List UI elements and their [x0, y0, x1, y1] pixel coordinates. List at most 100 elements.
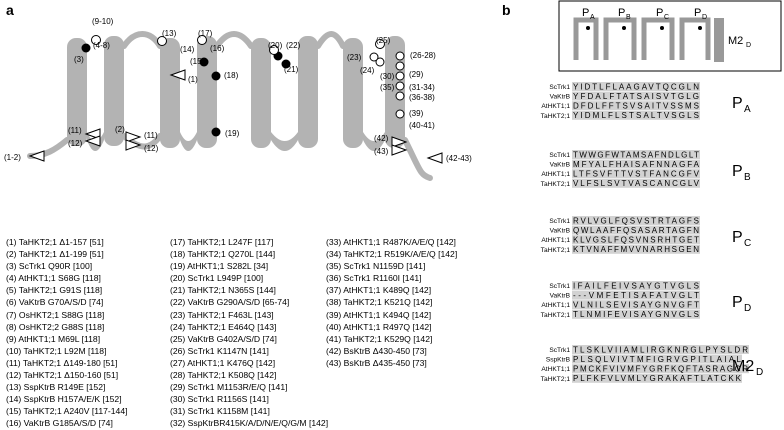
- mutation-circle: [395, 91, 405, 101]
- loop: [363, 132, 385, 151]
- mutation-circle: [157, 36, 167, 46]
- mutation-label: (43): [374, 147, 389, 156]
- block-label: M2: [732, 358, 754, 375]
- mutation-label: (11): [68, 126, 82, 135]
- sequence-text: IFAILFEIVSAYGTVGLS: [573, 281, 699, 290]
- legend-item: (33) AtHKT1;1 R487K/A/E/Q [142]: [326, 237, 456, 247]
- block-sublabel: B: [744, 172, 751, 183]
- mutation-label: (9-10): [92, 17, 114, 26]
- sequence-shading: [572, 290, 700, 300]
- mutation-dot: [211, 71, 221, 81]
- mutation-circle: [395, 81, 405, 91]
- sequence-name: ScTrk1: [549, 347, 570, 354]
- sequence-name: ScTrk1: [549, 84, 570, 91]
- sequence-name: TaHKT2;1: [541, 113, 571, 120]
- helix: [160, 38, 180, 148]
- schematic-label: C: [664, 14, 669, 21]
- sequence-shading: [572, 235, 700, 245]
- mutation-circle: [269, 45, 279, 55]
- mutation-label: (14): [180, 45, 195, 54]
- sequence-name: AtHKT1;1: [541, 366, 570, 373]
- sequence-name: TaHKT2;1: [541, 181, 571, 188]
- legend-item: (39) AtHKT1;1 K494Q [142]: [326, 309, 432, 320]
- mutation-label: (19): [225, 129, 240, 138]
- legend-item: (14) SspKtrB H157A/E/K [152]: [6, 394, 122, 405]
- helix: [298, 36, 318, 148]
- sequence-name: VaKtrB: [550, 162, 571, 169]
- sequence-shading: [572, 178, 700, 188]
- topology-diagram: (9-10) (4-8) (3) (13) (14) (15) (17) (16…: [4, 17, 472, 181]
- mutation-circle: [395, 61, 405, 71]
- block-label: P: [732, 294, 743, 311]
- mutation-label: (4-8): [93, 41, 110, 50]
- mutation-label: (15): [190, 57, 205, 66]
- sequence-shading: [572, 91, 700, 101]
- deletion-triangle: [125, 139, 142, 151]
- legend-column: (33) AtHKT1;1 R487K/A/E/Q [142] (34) TaHK…: [326, 236, 457, 369]
- mutation-label: (17): [198, 29, 213, 38]
- sequence-shading: [572, 309, 700, 319]
- schematic-helices: [573, 17, 711, 60]
- schematic-label: M2: [728, 35, 743, 47]
- deletion-triangle: [84, 128, 101, 140]
- block-sublabel: A: [744, 104, 751, 115]
- sequence-shading: [572, 300, 700, 310]
- panel-a-letter: a: [6, 2, 14, 18]
- mutation-legend: (1) TaHKT2;1 Δ1-157 [51](2) TaHKT2;1 Δ1-…: [4, 236, 484, 428]
- legend-item: (25) VaKtrB G402A/S/D [74]: [170, 333, 277, 344]
- legend-item: (31) ScTrk1 K1158M [141]: [170, 406, 270, 417]
- deletion-triangle: [84, 135, 101, 147]
- sequence-text: TLSKLVIIAMLIRGKNRGLPYSLDR: [573, 345, 748, 354]
- sequence-text: PMCKFVIVMFYGRFKQFTASRAGCR: [573, 365, 748, 374]
- deletion-triangle: [125, 131, 142, 143]
- sequence-name: SspKtrB: [546, 357, 571, 364]
- legend-item: (3) ScTrk1 Q90R [100]: [6, 261, 93, 272]
- sequence-name: VaKtrB: [550, 94, 571, 101]
- sequence-name: AtHKT1;1: [541, 171, 570, 178]
- mutation-label: (2): [115, 125, 125, 134]
- schematic-label: P: [618, 7, 625, 19]
- mutation-dot: [211, 127, 221, 137]
- mutation-label: (25): [376, 36, 391, 45]
- sequence-shading: [572, 244, 700, 254]
- legend-item: (37) AtHKT1;1 K489Q [142]: [326, 285, 432, 296]
- sequence-text: PLSQLVIVTMFIGRVGPITLAIAL: [573, 355, 742, 364]
- schematic-label: B: [626, 14, 631, 21]
- sequence-name: VaKtrB: [550, 228, 571, 235]
- sequence-name: ScTrk1: [549, 218, 570, 225]
- deletion-triangles: [28, 69, 443, 164]
- schematic-label: P: [582, 7, 589, 19]
- loop: [180, 132, 197, 151]
- mutation-label: (11): [144, 131, 158, 140]
- legend-item: (2) TaHKT2;1 Δ1-199 [51]: [6, 249, 104, 260]
- block-sublabel: D: [744, 303, 751, 314]
- legend-item: (5) TaHKT2;1 G91S [118]: [6, 285, 103, 296]
- pore-schematic: P A P B P C P D M2 D: [558, 0, 782, 72]
- filled-markers: [81, 43, 291, 137]
- sequence-name: VaKtrB: [550, 293, 571, 300]
- mutation-label: (31-34): [409, 83, 435, 92]
- mutation-label: (30): [380, 72, 395, 81]
- helix: [343, 38, 363, 148]
- legend-item: (15) TaHKT2;1 A240V [117-144]: [6, 406, 128, 417]
- deletion-triangle: [391, 144, 408, 156]
- sequence-text: YIDTLFLAAGAVTQCGLN: [573, 82, 699, 91]
- block-sublabel: C: [744, 238, 751, 249]
- sequence-name: AtHKT1;1: [541, 237, 570, 244]
- mutation-label: (24): [360, 66, 375, 75]
- schematic-label: P: [656, 7, 663, 19]
- sequence-shading: [572, 225, 700, 235]
- sequence-shading: [572, 216, 700, 225]
- mutation-circle: [91, 35, 101, 45]
- schematic-dots: [586, 26, 702, 30]
- mutation-label: (18): [224, 71, 239, 80]
- mutation-label: (1): [188, 75, 198, 84]
- legend-item: (13) SspKtrB R149E [152]: [6, 382, 106, 393]
- legend-item: (34) TaHKT2;1 R519K/A/E/Q [142]: [326, 249, 458, 260]
- sequence-text: KTVNAFFMVVNARHSGEN: [573, 245, 699, 254]
- sequence-text: KLVGSLFQSVNSRHTGET: [573, 236, 699, 245]
- legend-item: (21) TaHKT2;1 N365S [144]: [170, 285, 276, 296]
- legend-item: (30) ScTrk1 R1156S [141]: [170, 394, 269, 405]
